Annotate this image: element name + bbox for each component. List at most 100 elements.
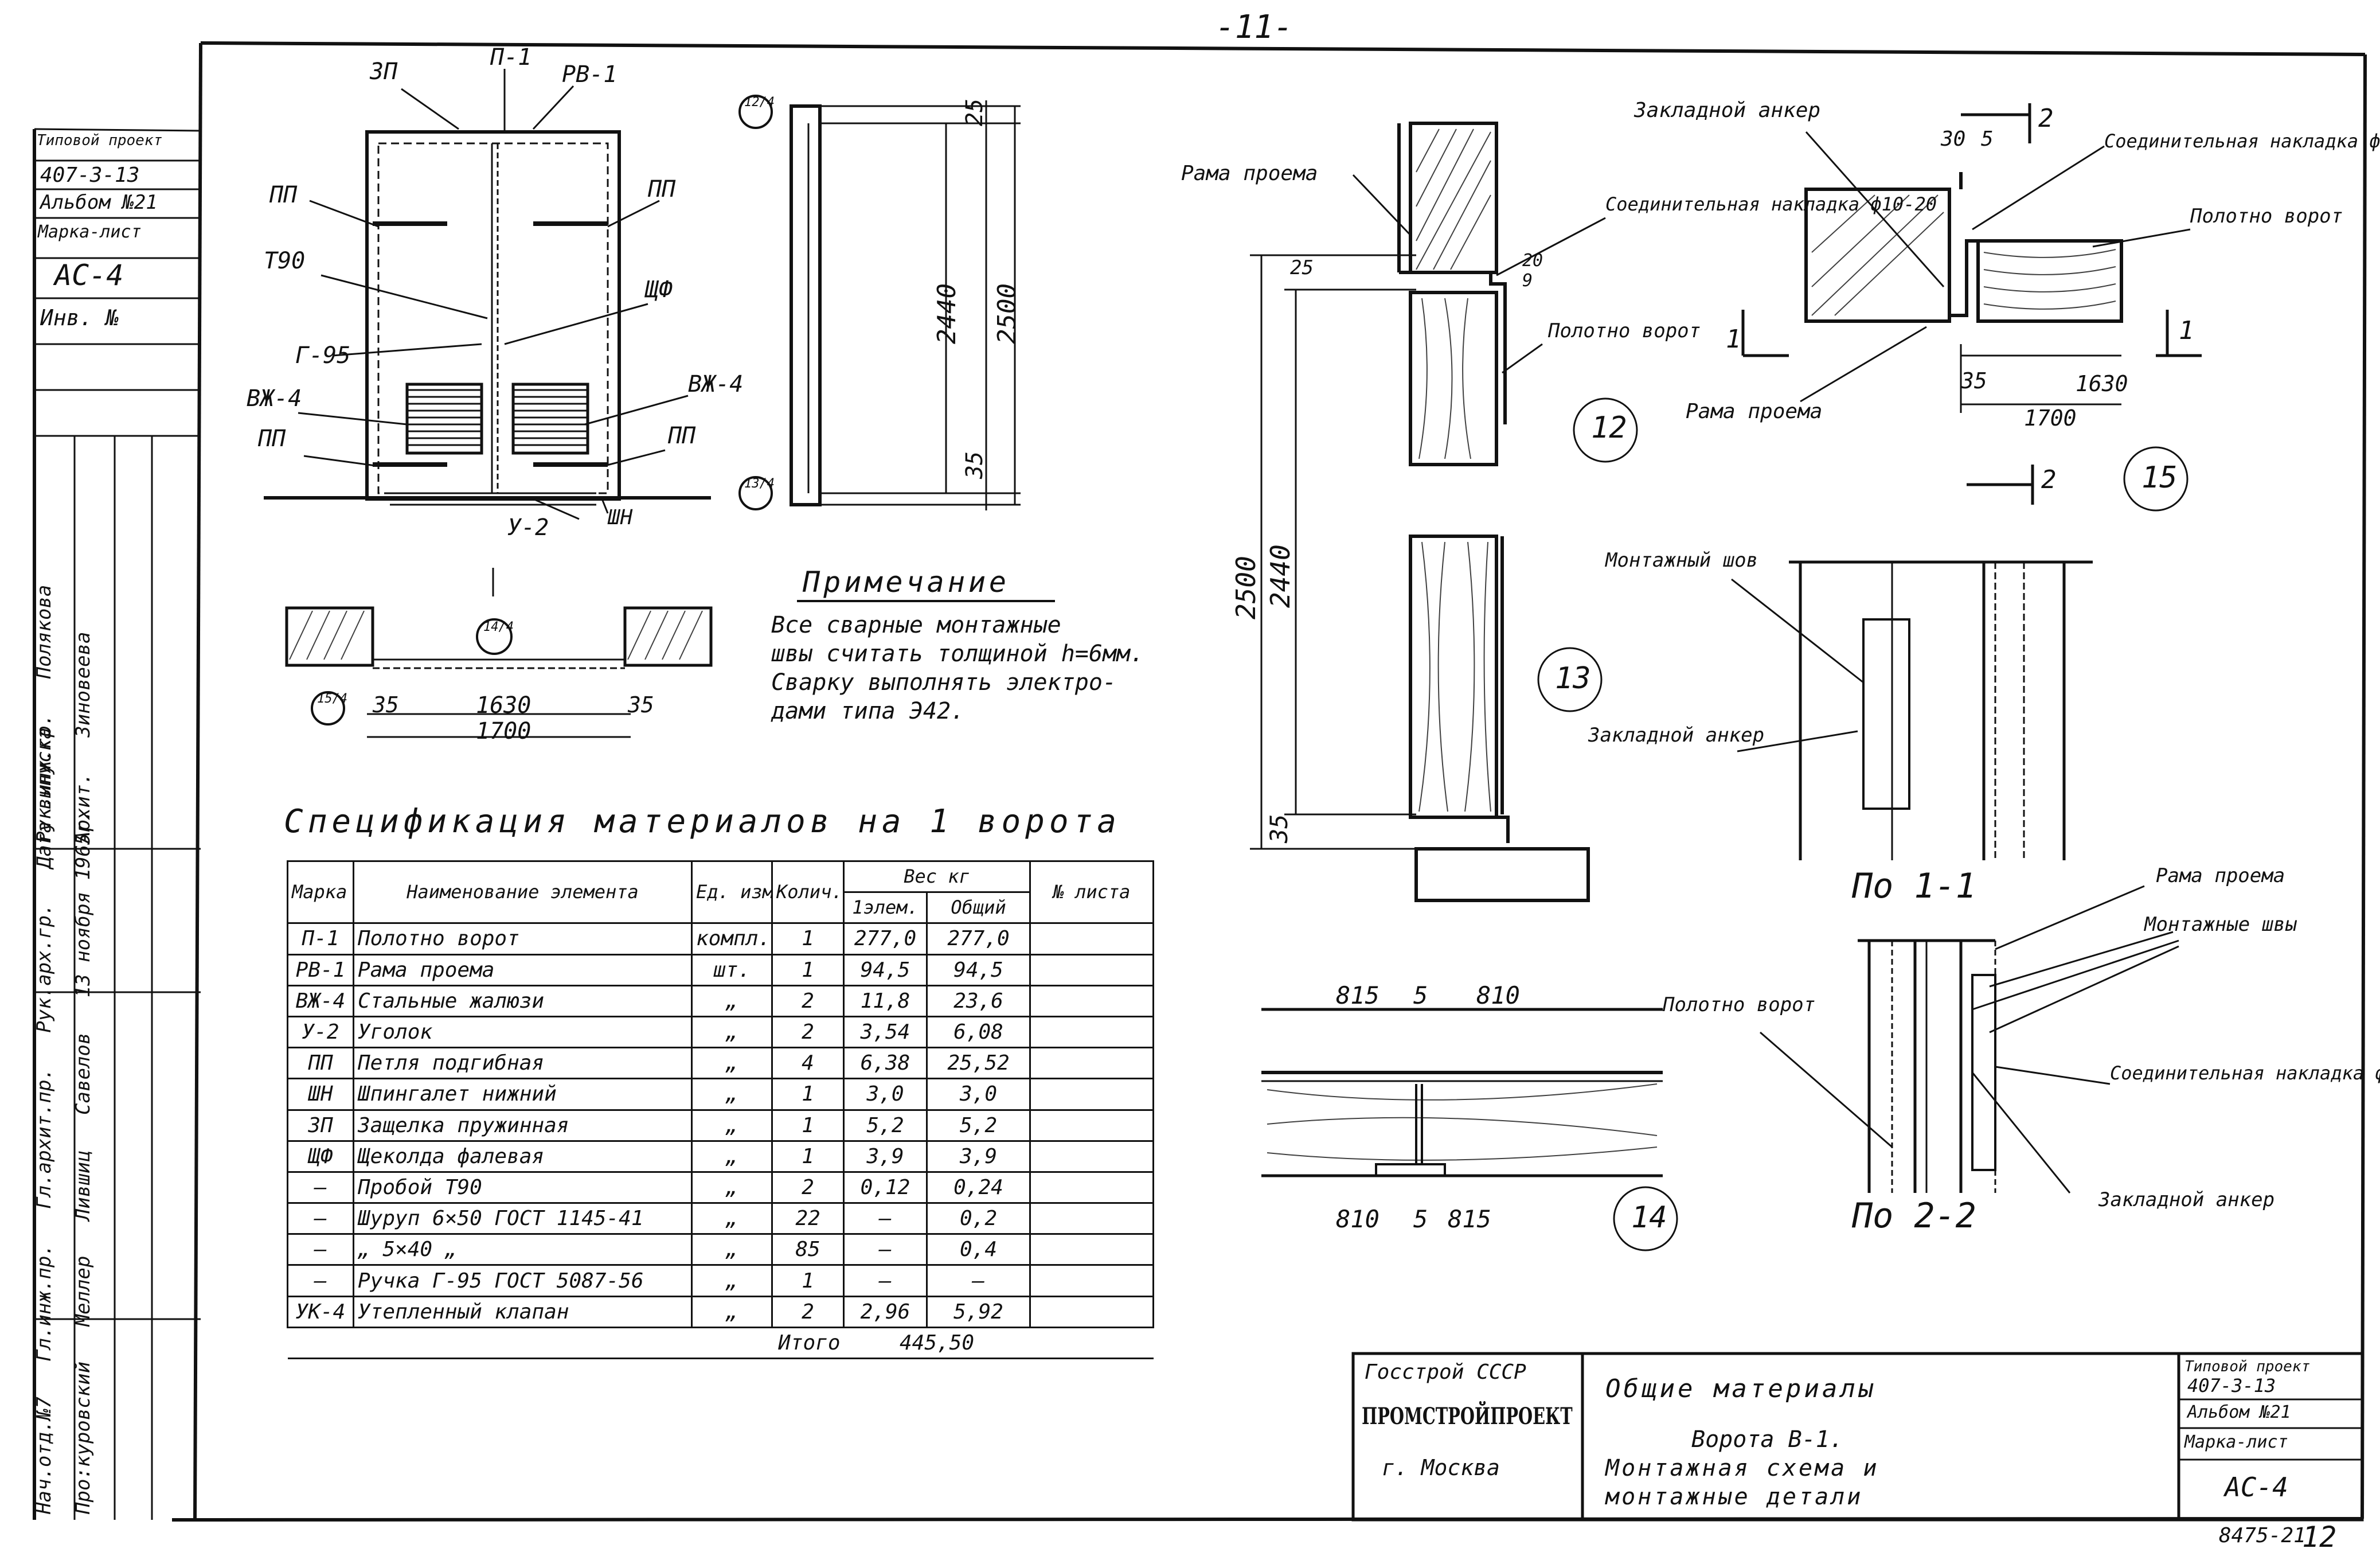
d15-dim-1700: 1700: [2024, 405, 2077, 431]
label-pp-4: ПП: [668, 423, 696, 449]
spec-cell-w-elem: 6,38: [843, 1047, 928, 1080]
spec-cell-sheet: [1029, 1078, 1154, 1111]
spec-cell-sheet: [1029, 1233, 1154, 1266]
d13-dim-2440: 2440: [1265, 544, 1296, 608]
spec-cell-qty: 2: [771, 984, 845, 1017]
sheet-number: 12: [2302, 1520, 2337, 1554]
name-3: Савелов: [72, 1032, 95, 1115]
spec-cell-w-elem: 277,0: [843, 922, 928, 955]
name-2: Лившиц: [72, 1150, 95, 1221]
spec-cell-unit: „: [691, 1171, 773, 1204]
label-pp-2: ПП: [648, 176, 676, 202]
label-pp-3: ПП: [258, 426, 286, 452]
d15-cut-1-right: 1: [2179, 316, 2194, 345]
role3-1: Архит.: [72, 773, 95, 843]
d15-dim-30: 30: [1941, 127, 1966, 151]
spec-cell-mark: У-2: [287, 1015, 354, 1049]
strip-roles-col: Нач.отд.№7 Гл.инж.пр. Гл.архит.пр. Рук.а…: [33, 727, 73, 1514]
spec-total-value: 445,50: [843, 1326, 1030, 1360]
spec-row: —„ 5×40 „„85—0,4: [287, 1233, 1154, 1266]
spec-cell-w-elem: 2,96: [843, 1295, 928, 1328]
label-g95: Г-95: [295, 342, 351, 369]
spec-cell-w-elem: 94,5: [843, 953, 928, 986]
spec-h-unit: Ед. изм.: [691, 860, 773, 925]
page-number: -11-: [1216, 9, 1293, 46]
note-line-4: дами типа Э42.: [771, 698, 965, 724]
spec-h-wtotal: Общий: [926, 891, 1031, 925]
spec-cell-sheet: [1029, 1264, 1154, 1297]
strip-project-no: 407-3-13: [40, 163, 140, 187]
tb-mark: АС-4: [2225, 1472, 2288, 1503]
spec-total-label: Итого: [287, 1326, 844, 1360]
spec-cell-unit: „: [691, 1078, 773, 1111]
drawing-code: 8475-21: [2219, 1524, 2306, 1547]
d15-label-plate: Соединительная накладка ф20-30: [2104, 130, 2380, 152]
spec-header-row-1: Марка эле-мента Наименование элемента Ед…: [287, 860, 1154, 925]
label-vzh4-1: ВЖ-4: [247, 385, 302, 412]
d14-dim-bot-5: 5: [1413, 1205, 1428, 1233]
spec-cell-sheet: [1029, 1171, 1154, 1204]
d15-label-leaf: Полотно ворот: [2190, 205, 2343, 228]
spec-cell-mark: РВ-1: [287, 953, 354, 986]
spec-cell-unit: „: [691, 1047, 773, 1080]
label-rv1: РВ-1: [562, 61, 618, 88]
strip-mark: АС-4: [54, 259, 124, 292]
spec-cell-w-elem: 3,9: [843, 1140, 928, 1173]
d15-label-frame: Рама проема: [1686, 400, 1823, 423]
label-pp-1: ПП: [269, 182, 298, 208]
spec-cell-w-elem: 11,8: [843, 984, 928, 1017]
label-p1: П-1: [490, 44, 532, 71]
spec-cell-w-elem: 0,12: [843, 1171, 928, 1204]
s22-label-seams: Монтажные швы: [2144, 913, 2297, 936]
role3-name-1: Зиновеева: [72, 631, 95, 738]
spec-cell-w-total: 3,0: [926, 1078, 1031, 1111]
spec-cell-unit: „: [691, 1015, 773, 1049]
spec-cell-w-elem: —: [843, 1202, 928, 1235]
spec-cell-name: Рама проема: [353, 953, 693, 986]
spec-cell-unit: „: [691, 1140, 773, 1173]
d15-cut-2-bottom: 2: [2041, 465, 2057, 494]
s22-label-anchor: Закладной анкер: [2098, 1188, 2275, 1211]
d13-dim-2500: 2500: [1230, 556, 1261, 619]
spec-cell-w-total: 0,2: [926, 1202, 1031, 1235]
s11-label-seam: Монтажный шов: [1605, 549, 1758, 572]
spec-cell-qty: 1: [771, 1264, 845, 1297]
spec-cell-w-elem: —: [843, 1264, 928, 1297]
tb-tp-label: Типовой проект: [2184, 1358, 2311, 1375]
section-dim-35: 35: [962, 451, 988, 479]
tb-tp-no: 407-3-13: [2187, 1375, 2276, 1397]
spec-cell-w-elem: 3,54: [843, 1015, 928, 1049]
spec-h-welem: 1элем.: [843, 891, 928, 925]
spec-cell-mark: ЩФ: [287, 1140, 354, 1173]
spec-header-row-2: 1элем. Общий: [288, 891, 1154, 925]
strip-mark-label: Марка-лист: [38, 222, 142, 242]
spec-cell-w-total: 0,4: [926, 1233, 1031, 1266]
spec-cell-qty: 2: [771, 1295, 845, 1328]
spec-cell-qty: 1: [771, 1078, 845, 1111]
plan-callout-left: 15/4: [317, 692, 347, 706]
spec-total-empty: [1030, 1326, 1154, 1360]
spec-table: Марка эле-мента Наименование элемента Ед…: [287, 860, 1154, 1360]
tb-city: г. Москва: [1382, 1455, 1500, 1480]
role-1: Гл.инж.пр.: [33, 1244, 56, 1362]
section-callout-top: 12/4: [744, 95, 775, 110]
d12-dim-25: 25: [1290, 256, 1314, 279]
d14-dim-bot-810: 810: [1336, 1205, 1379, 1233]
spec-cell-qty: 2: [771, 1171, 845, 1204]
section-dim-2500: 2500: [992, 283, 1022, 344]
spec-cell-sheet: [1029, 1295, 1154, 1328]
spec-cell-unit: компл.: [691, 922, 773, 955]
strip-rotated-roles: Нач.отд.№7 Гл.инж.пр. Гл.архит.пр. Рук.а…: [33, 727, 112, 1514]
d12-dim-20: 20: [1522, 251, 1543, 271]
d14-dim-top-810: 810: [1476, 981, 1520, 1009]
role3-name-0: Полякова: [33, 584, 56, 679]
tb-line3: монтажные детали: [1605, 1484, 1863, 1510]
plan-dim-1630: 1630: [476, 692, 532, 719]
